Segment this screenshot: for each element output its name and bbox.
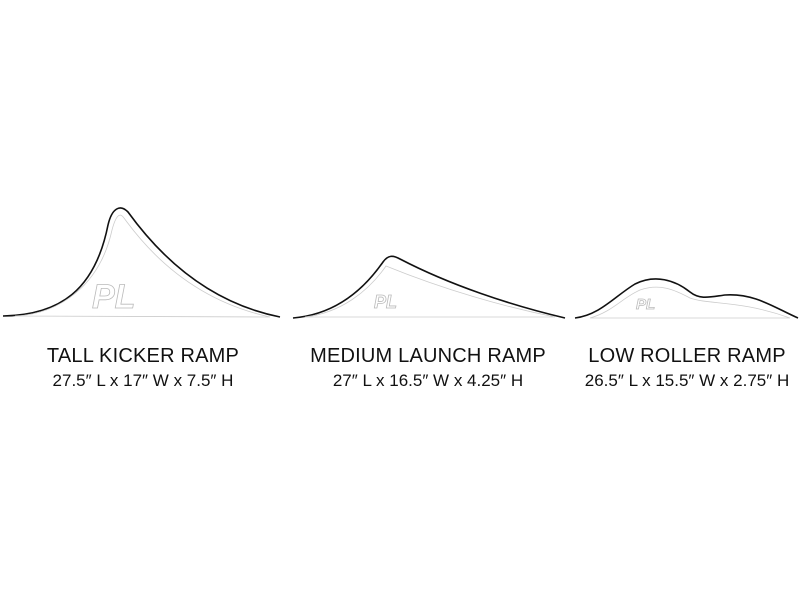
- ramp-dimensions: 27″ L x 16.5″ W x 4.25″ H: [332, 371, 524, 390]
- pl-logo: PL: [636, 296, 655, 313]
- pl-logo: PL: [92, 278, 135, 316]
- ramp-dimensions: 26.5″ L x 15.5″ W x 2.75″ H: [584, 371, 790, 390]
- ramp-title: MEDIUM LAUNCH RAMP: [310, 345, 546, 367]
- ramp-dimensions: 27.5″ L x 17″ W x 7.5″ H: [52, 371, 234, 390]
- ramp-title: TALL KICKER RAMP: [46, 345, 240, 367]
- tall-kicker-ramp-profile: PL: [2, 207, 281, 318]
- ramp-title: LOW ROLLER RAMP: [588, 345, 786, 367]
- pl-logo: PL: [374, 292, 397, 312]
- medium-launch-ramp-profile: PL: [292, 255, 566, 319]
- low-roller-ramp-profile: PL: [574, 278, 799, 319]
